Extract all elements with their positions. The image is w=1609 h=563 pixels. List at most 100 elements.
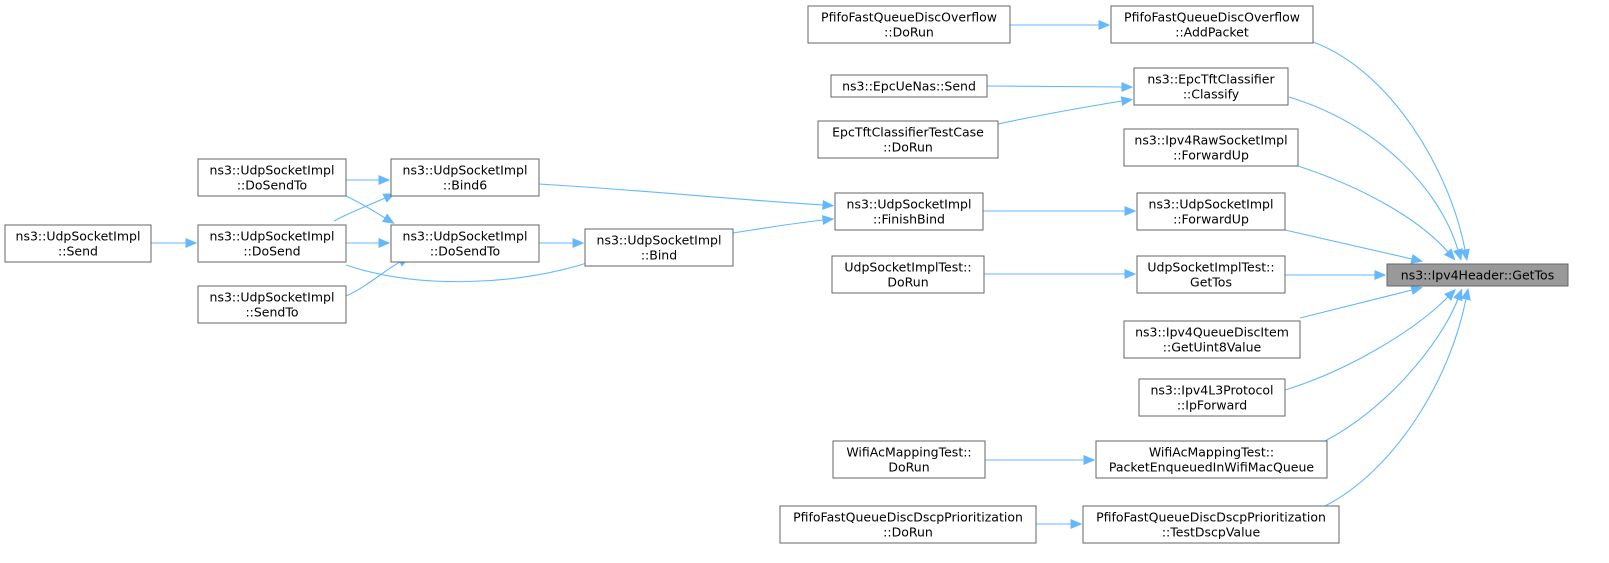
- arrow-head-icon: [1124, 206, 1137, 216]
- arrow-head-icon: [1453, 248, 1463, 261]
- node-ipv4qdi-getuint8[interactable]: ns3::Ipv4QueueDiscItem::GetUint8Value: [1123, 320, 1301, 359]
- edge-udp_send-to-udp_dosend: [151, 238, 198, 248]
- edge-epc_uenas_send-to-epc_classify: [986, 82, 1134, 92]
- node-box: [1386, 263, 1569, 287]
- node-label-line: ns3::Ipv4QueueDiscItem: [1135, 325, 1289, 340]
- arrow-head-icon: [185, 238, 198, 248]
- node-label-line: ns3::Ipv4L3Protocol: [1150, 383, 1273, 398]
- edge-ipv4l3_ipforward-to-get_tos: [1284, 289, 1456, 391]
- node-label-line: WifiAcMappingTest::: [1149, 445, 1274, 460]
- node-label-line: ::IpForward: [1177, 398, 1247, 413]
- node-label-line: ns3::UdpSocketImpl: [403, 229, 528, 244]
- edge-udp_finishbind-to-udp_forwardup: [983, 206, 1137, 216]
- node-epc-classify[interactable]: ns3::EpcTftClassifier::Classify: [1133, 67, 1289, 106]
- edge-ipv4qdi_getuint8-to-get_tos: [1299, 285, 1423, 319]
- node-label-line: ns3::UdpSocketImpl: [16, 229, 141, 244]
- arrow-head-icon: [382, 213, 395, 224]
- edge-pfifo_dscp_dorun-to-pfifo_testdscp: [1036, 519, 1083, 529]
- edge-wifi_packetenqueued-to-get_tos: [1324, 288, 1463, 442]
- node-udp-dosendto-left[interactable]: ns3::UdpSocketImpl::DoSendTo: [197, 158, 347, 197]
- node-udp-finishbind[interactable]: ns3::UdpSocketImpl::FinishBind: [834, 192, 984, 231]
- edge-udp_dosendto_left-to-udp_dosendto_mid: [345, 195, 395, 224]
- node-label-line: ns3::EpcTftClassifier: [1147, 72, 1275, 87]
- edge-line: [732, 219, 824, 234]
- node-ipv4l3-ipforward[interactable]: ns3::Ipv4L3Protocol::IpForward: [1138, 378, 1286, 417]
- node-box: [197, 285, 347, 324]
- arrow-head-icon: [1410, 285, 1423, 295]
- node-label-line: ns3::UdpSocketImpl: [403, 163, 528, 178]
- edge-udp_dosend-to-udp_bind6: [333, 193, 396, 222]
- node-label-line: ::ForwardUp: [1173, 212, 1249, 227]
- edge-line: [1284, 296, 1449, 391]
- node-label-line: ns3::UdpSocketImpl: [847, 197, 972, 212]
- edge-pfifo_addpacket-to-get_tos: [1312, 41, 1470, 262]
- node-label-line: ns3::UdpSocketImpl: [597, 233, 722, 248]
- node-label-line: EpcTftClassifierTestCase: [832, 125, 984, 140]
- node-label-line: ::FinishBind: [873, 212, 945, 227]
- node-udp-bind[interactable]: ns3::UdpSocketImpl::Bind: [584, 228, 734, 267]
- node-udptest-dorun[interactable]: UdpSocketImplTest::DoRun: [831, 255, 985, 294]
- node-label-line: ::DoSendTo: [430, 244, 500, 259]
- node-label-line: UdpSocketImplTest::: [844, 260, 971, 275]
- node-label-line: ::DoSendTo: [237, 178, 307, 193]
- node-label-line: ns3::Ipv4RawSocketImpl: [1134, 133, 1287, 148]
- node-label-line: ::Send: [58, 244, 98, 259]
- arrow-head-icon: [1444, 289, 1456, 301]
- node-label-line: ::Bind: [641, 248, 677, 263]
- arrow-head-icon: [1124, 269, 1137, 279]
- edge-line: [1297, 165, 1449, 253]
- node-epc-uenas-send[interactable]: ns3::EpcUeNas::Send: [830, 74, 988, 98]
- edge-epc_classify-to-get_tos: [1288, 96, 1463, 261]
- node-udp-send[interactable]: ns3::UdpSocketImpl::Send: [4, 224, 152, 263]
- node-box: [1110, 5, 1314, 44]
- node-box: [1136, 192, 1286, 231]
- node-box: [1082, 505, 1340, 544]
- node-epc-test-dorun[interactable]: EpcTftClassifierTestCase::DoRun: [817, 120, 999, 159]
- node-box: [1123, 128, 1299, 167]
- arrow-head-icon: [572, 238, 585, 248]
- node-box: [832, 440, 986, 479]
- node-pfifo-addpacket[interactable]: PfifoFastQueueDiscOverflow::AddPacket: [1110, 5, 1314, 44]
- arrow-head-icon: [1374, 270, 1387, 280]
- arrow-head-icon: [378, 175, 391, 185]
- arrow-head-icon: [1083, 455, 1096, 465]
- arrow-head-icon: [822, 200, 835, 210]
- edge-line: [333, 197, 386, 222]
- node-label-line: ::DoRun: [883, 525, 933, 540]
- node-label-line: ::Bind6: [443, 178, 487, 193]
- edge-udp_dosend-to-udp_dosendto_mid: [346, 238, 391, 248]
- edge-pfifo_overflow_dorun-to-pfifo_addpacket: [1010, 20, 1111, 30]
- node-udp-dosendto-mid[interactable]: ns3::UdpSocketImpl::DoSendTo: [390, 224, 540, 263]
- node-label-line: ::DoSend: [243, 244, 300, 259]
- node-label-line: ns3::UdpSocketImpl: [210, 163, 335, 178]
- node-pfifo-dscp-dorun[interactable]: PfifoFastQueueDiscDscpPrioritization::Do…: [779, 505, 1037, 544]
- edge-udptest_gettos-to-get_tos: [1285, 270, 1387, 280]
- node-label-line: ::DoRun: [883, 140, 933, 155]
- node-udp-sendto[interactable]: ns3::UdpSocketImpl::SendTo: [197, 285, 347, 324]
- node-label-line: UdpSocketImplTest::: [1147, 260, 1274, 275]
- node-pfifo-overflow-dorun[interactable]: PfifoFastQueueDiscOverflow::DoRun: [807, 5, 1011, 44]
- node-wifi-dorun[interactable]: WifiAcMappingTest::DoRun: [832, 440, 986, 479]
- node-label-line: WifiAcMappingTest::: [846, 445, 971, 460]
- edge-udp_dosendto_mid-to-udp_bind: [539, 238, 585, 248]
- node-udptest-gettos[interactable]: UdpSocketImplTest::GetTos: [1136, 255, 1286, 294]
- node-udp-dosend[interactable]: ns3::UdpSocketImpl::DoSend: [197, 224, 347, 263]
- node-pfifo-testdscp[interactable]: PfifoFastQueueDiscDscpPrioritization::Te…: [1082, 505, 1340, 544]
- edge-udp_sendto-to-udp_dosendto_mid: [345, 256, 410, 297]
- node-udp-bind6[interactable]: ns3::UdpSocketImpl::Bind6: [390, 158, 540, 197]
- node-udp-forwardup[interactable]: ns3::UdpSocketImpl::ForwardUp: [1136, 192, 1286, 231]
- node-wifi-packetenqueued[interactable]: WifiAcMappingTest::PacketEnqueuedInWifiM…: [1095, 440, 1328, 479]
- edge-pfifo_testdscp-to-get_tos: [1324, 287, 1471, 507]
- node-ipv4raw-forwardup[interactable]: ns3::Ipv4RawSocketImpl::ForwardUp: [1123, 128, 1299, 167]
- node-box: [817, 120, 999, 159]
- node-label-line: ::DoRun: [884, 25, 934, 40]
- node-label-line: ns3::UdpSocketImpl: [210, 229, 335, 244]
- edge-layer: [151, 20, 1471, 529]
- edge-line: [997, 100, 1123, 125]
- node-box: [390, 158, 540, 197]
- node-get-tos[interactable]: ns3::Ipv4Header::GetTos: [1386, 263, 1569, 287]
- edge-line: [538, 183, 824, 206]
- node-box: [830, 74, 988, 98]
- node-box: [197, 158, 347, 197]
- node-label-line: PfifoFastQueueDiscOverflow: [1124, 10, 1300, 25]
